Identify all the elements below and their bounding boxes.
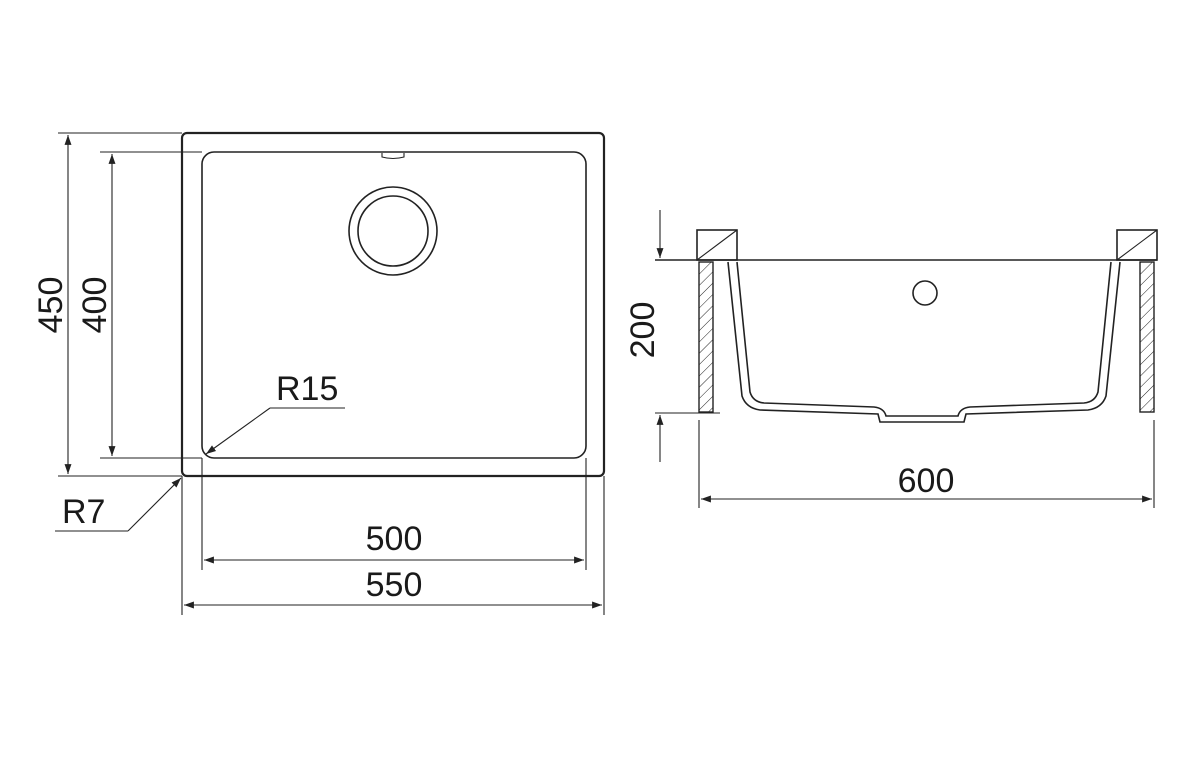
drain-outer-ring bbox=[348, 186, 438, 276]
countertop-right-cross bbox=[1116, 229, 1158, 261]
radius-r15-label: R15 bbox=[276, 370, 338, 408]
radius-r15-leader bbox=[205, 407, 271, 455]
radius-r7-leader bbox=[127, 477, 182, 532]
dimension-200-label: 200 bbox=[624, 302, 662, 359]
dimension-600-label: 600 bbox=[898, 462, 955, 500]
section-view: 200 600 bbox=[624, 210, 1158, 508]
plan-view: 450 400 500 550 R15 R7 bbox=[32, 131, 606, 615]
dimension-400-label: 400 bbox=[76, 277, 114, 334]
sink-bowl-inner-profile bbox=[736, 261, 1112, 417]
cabinet-wall-left bbox=[698, 261, 714, 413]
radius-r7-label: R7 bbox=[62, 493, 105, 531]
dimension-450-label: 450 bbox=[32, 277, 70, 334]
dimension-500-label: 500 bbox=[366, 520, 423, 558]
overflow-slot-icon bbox=[381, 153, 405, 160]
sink-bowl-profile bbox=[727, 261, 1121, 423]
cabinet-wall-right bbox=[1139, 261, 1155, 413]
overflow-hole bbox=[912, 280, 938, 306]
dimension-550-label: 550 bbox=[366, 566, 423, 604]
countertop-left-cross bbox=[696, 229, 738, 261]
drain-inner-ring bbox=[357, 195, 429, 267]
sink-outer-outline bbox=[180, 131, 606, 478]
sink-bowl-outline bbox=[201, 151, 587, 459]
